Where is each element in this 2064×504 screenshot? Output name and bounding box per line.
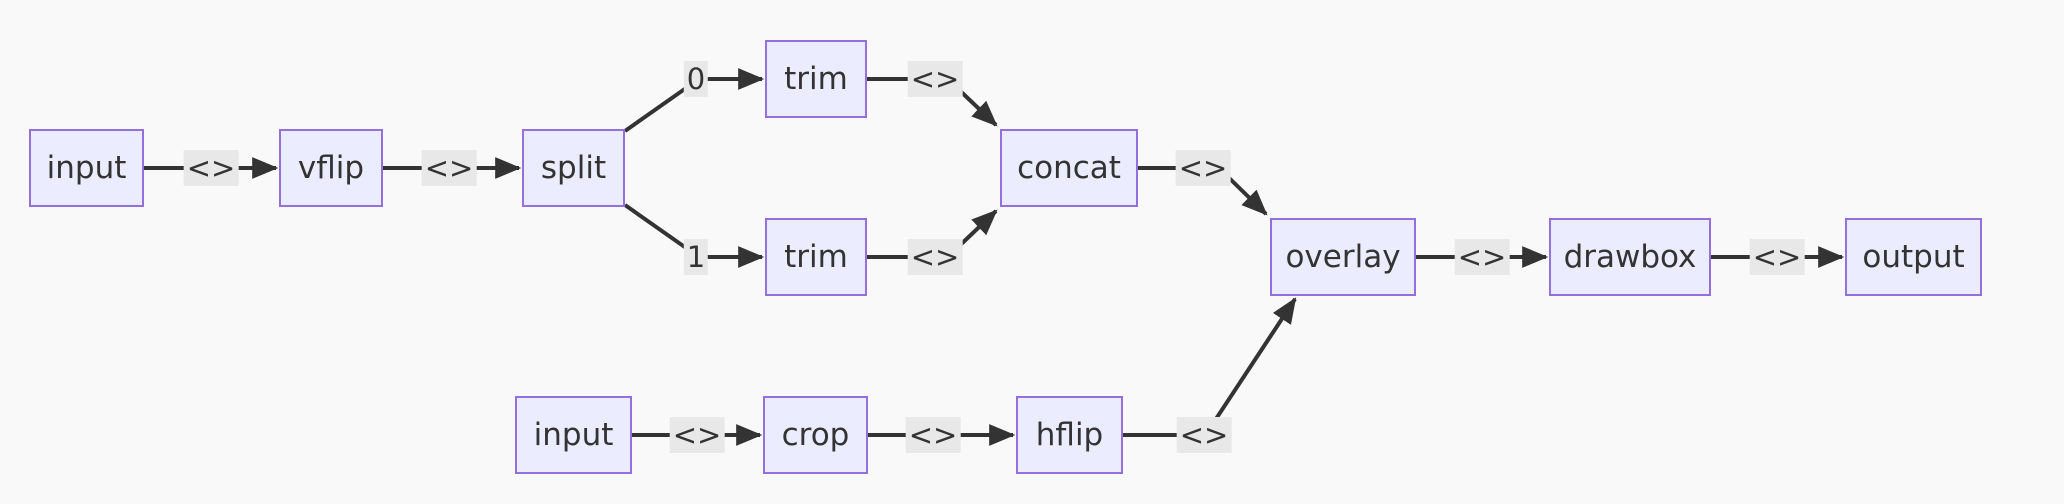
edge-label-hflip-overlay: <> <box>1176 417 1232 453</box>
edge-label-trim2-concat: <> <box>907 239 963 275</box>
node-input-1: input <box>29 129 144 207</box>
node-drawbox-label: drawbox <box>1563 238 1697 275</box>
node-input-2-label: input <box>533 416 614 453</box>
edge-label-trim1-concat: <> <box>907 61 963 97</box>
edge-label-overlay-drawbox: <> <box>1454 239 1510 275</box>
edge-label-input2-crop: <> <box>669 417 725 453</box>
node-hflip: hflip <box>1016 396 1123 474</box>
node-input-1-label: input <box>46 149 127 186</box>
edge-hflip-overlay <box>1123 297 1297 437</box>
node-trim-2-label: trim <box>784 238 848 275</box>
node-split-label: split <box>540 149 607 186</box>
edge-label-vflip-split: <> <box>421 150 477 186</box>
node-trim-2: trim <box>765 218 867 296</box>
node-hflip-label: hflip <box>1035 416 1104 453</box>
node-trim-1-label: trim <box>784 60 848 97</box>
edge-label-crop-hflip: <> <box>905 417 961 453</box>
edge-label-concat-overlay: <> <box>1175 150 1231 186</box>
node-concat: concat <box>1000 129 1138 207</box>
node-trim-1: trim <box>765 40 867 118</box>
node-crop: crop <box>763 396 868 474</box>
node-output-label: output <box>1862 238 1965 275</box>
node-drawbox: drawbox <box>1549 218 1711 296</box>
edge-label-input1-vflip: <> <box>183 150 239 186</box>
node-crop-label: crop <box>781 416 850 453</box>
edge-label-drawbox-output: <> <box>1749 239 1805 275</box>
node-overlay-label: overlay <box>1285 238 1401 275</box>
node-split: split <box>522 129 625 207</box>
node-overlay: overlay <box>1270 218 1416 296</box>
node-vflip: vflip <box>279 129 383 207</box>
edge-label-split-trim1: 0 <box>683 61 709 97</box>
node-input-2: input <box>515 396 632 474</box>
node-concat-label: concat <box>1017 149 1121 186</box>
edge-label-split-trim2: 1 <box>683 239 709 275</box>
node-output: output <box>1845 218 1982 296</box>
node-vflip-label: vflip <box>297 149 365 186</box>
